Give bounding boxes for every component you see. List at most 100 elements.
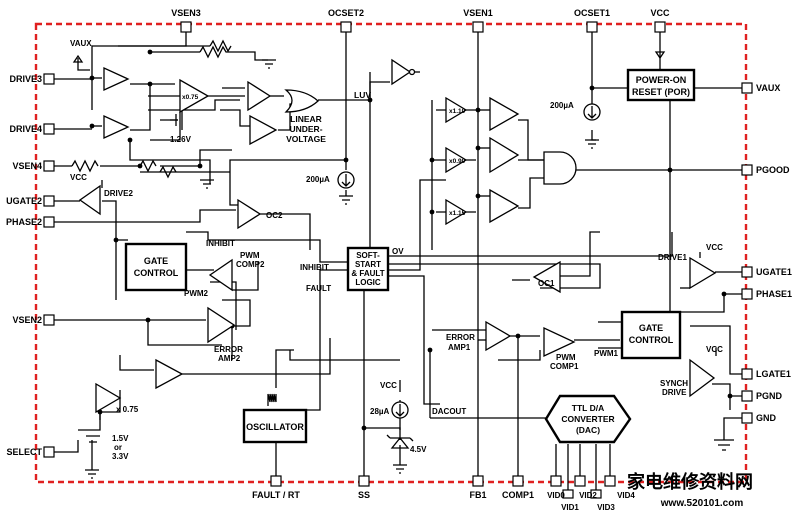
svg-text:PWM: PWM bbox=[240, 251, 260, 260]
pin-label-lgate1: LGATE1 bbox=[756, 369, 791, 379]
pin-label-phase2: PHASE2 bbox=[6, 217, 42, 227]
pin-squares bbox=[43, 21, 753, 499]
internal-labels: VAUX x0.75 1.26V LINEAR UNDER- VOLTAGE L… bbox=[70, 39, 723, 461]
label-ov: OV bbox=[392, 247, 404, 256]
pin-label-phase1: PHASE1 bbox=[756, 289, 792, 299]
pin-ocset1 bbox=[586, 21, 598, 33]
and-gate bbox=[543, 151, 577, 185]
pwm-comp1 bbox=[543, 326, 576, 358]
pin-label-vid1: VID1 bbox=[561, 503, 579, 512]
pin-ss bbox=[358, 475, 370, 487]
svg-text:AMP2: AMP2 bbox=[218, 354, 241, 363]
pin-label-gnd: GND bbox=[756, 413, 777, 423]
pin-drive4 bbox=[43, 123, 55, 135]
pin-fault-rt bbox=[270, 475, 282, 487]
label-pwm1: PWM1 bbox=[594, 349, 619, 358]
pin-vid1 bbox=[562, 489, 574, 499]
comparator-uv bbox=[489, 136, 520, 174]
label-dacout: DACOUT bbox=[432, 407, 466, 416]
label-x110: x1.10 bbox=[449, 108, 466, 115]
label-fault: FAULT bbox=[306, 284, 331, 293]
resistor bbox=[71, 159, 99, 173]
svg-text:3.3V: 3.3V bbox=[112, 452, 129, 461]
svg-text:(DAC): (DAC) bbox=[576, 425, 600, 435]
oscillator-block: OSCILLATOR bbox=[242, 393, 308, 444]
svg-text:ERROR: ERROR bbox=[446, 333, 475, 342]
pin-vid4 bbox=[604, 475, 616, 487]
passives bbox=[71, 39, 734, 479]
svg-text:START: START bbox=[355, 260, 381, 269]
pin-vid3 bbox=[590, 489, 602, 499]
por-label-2: RESET (POR) bbox=[632, 87, 690, 97]
svg-text:OSCILLATOR: OSCILLATOR bbox=[246, 422, 304, 432]
gate-control-1-block: GATE CONTROL bbox=[620, 310, 682, 360]
ground-icon bbox=[714, 439, 734, 451]
label-vcc-synch: VCC bbox=[706, 345, 723, 354]
svg-text:LOGIC: LOGIC bbox=[355, 278, 381, 287]
resistor bbox=[199, 45, 230, 59]
label-200ua-right: 200µA bbox=[550, 101, 574, 110]
ground-icon bbox=[339, 195, 353, 205]
label-x075-buf: x 0.75 bbox=[116, 405, 139, 414]
pin-label-drive4: DRIVE4 bbox=[9, 124, 42, 134]
synch-drive-buffer bbox=[689, 358, 716, 398]
pin-label-vid3: VID3 bbox=[597, 503, 615, 512]
ground-icon bbox=[585, 139, 599, 149]
buffer-x075 bbox=[179, 78, 210, 114]
svg-text:or: or bbox=[114, 443, 122, 452]
sawtooth-icon bbox=[267, 393, 277, 406]
svg-text:CONTROL: CONTROL bbox=[134, 268, 179, 278]
ground-icon bbox=[262, 59, 276, 69]
drive2-buffer bbox=[78, 184, 101, 216]
svg-text:TTL D/A: TTL D/A bbox=[572, 403, 604, 413]
amplifiers bbox=[78, 58, 717, 414]
pin-gnd bbox=[741, 412, 753, 424]
label-28ua: 28µA bbox=[370, 407, 390, 416]
pin-label-ugate1: UGATE1 bbox=[756, 267, 792, 277]
label-drive2: DRIVE2 bbox=[104, 189, 133, 198]
label-vcc-ss: VCC bbox=[380, 381, 397, 390]
svg-text:COMP2: COMP2 bbox=[236, 260, 265, 269]
pin-label-vaux: VAUX bbox=[756, 83, 780, 93]
comparator-oc1 bbox=[532, 260, 561, 294]
pin-label-fault-rt: FAULT / RT bbox=[252, 490, 300, 500]
label-vaux: VAUX bbox=[70, 39, 92, 48]
or-gate bbox=[284, 89, 319, 113]
comparator-oc2 bbox=[237, 198, 262, 230]
watermark: 家电维修资料网 www.520101.com bbox=[627, 471, 753, 509]
pin-label-vsen3: VSEN3 bbox=[171, 8, 201, 18]
pin-phase1 bbox=[741, 288, 753, 300]
pin-label-ss: SS bbox=[358, 490, 370, 500]
pin-pgood bbox=[741, 164, 753, 176]
pin-vsen4 bbox=[43, 160, 55, 172]
svg-text:DRIVE: DRIVE bbox=[662, 388, 687, 397]
ground-icon bbox=[85, 469, 99, 479]
pin-phase2 bbox=[43, 216, 55, 228]
gain-x115 bbox=[445, 198, 468, 226]
pin-label-ugate2: UGATE2 bbox=[6, 196, 42, 206]
por-label-1: POWER-ON bbox=[636, 75, 687, 85]
watermark-name: 家电维修资料网 bbox=[627, 471, 753, 492]
svg-text:AMP1: AMP1 bbox=[448, 343, 471, 352]
svg-text:LINEAR: LINEAR bbox=[290, 114, 322, 124]
label-inhibit-ss: INHIBIT bbox=[300, 263, 329, 272]
pin-vid0 bbox=[550, 475, 562, 487]
error-amp2 bbox=[207, 306, 236, 344]
pin-label-ocset2: OCSET2 bbox=[328, 8, 364, 18]
pin-label-vsen1: VSEN1 bbox=[463, 8, 493, 18]
label-x115: x1.15 bbox=[449, 210, 466, 217]
svg-text:SYNCH: SYNCH bbox=[660, 379, 688, 388]
dac-block: TTL D/A CONVERTER (DAC) bbox=[544, 394, 632, 444]
pin-ocset2 bbox=[340, 21, 352, 33]
label-luv: LUV bbox=[354, 90, 371, 100]
pin-vcc bbox=[654, 21, 666, 33]
pin-vsen2 bbox=[43, 314, 55, 326]
gate-control-2-block: GATE CONTROL bbox=[124, 242, 188, 292]
pin-label-pgood: PGOOD bbox=[756, 165, 790, 175]
soft-start-block: SOFT- START & FAULT LOGIC bbox=[346, 246, 390, 292]
zener-diode-icon bbox=[386, 434, 414, 449]
pin-label-vid4: VID4 bbox=[617, 491, 635, 500]
chip-boundary bbox=[34, 22, 748, 484]
buffer-x075-select bbox=[95, 382, 122, 414]
svg-text:CONTROL: CONTROL bbox=[629, 335, 674, 345]
